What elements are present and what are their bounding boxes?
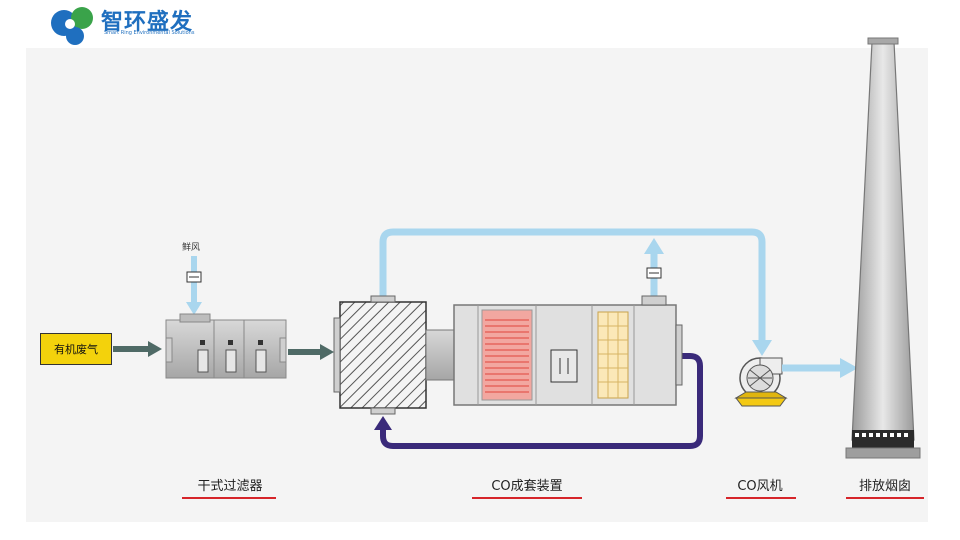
recirculation-flow-top — [379, 228, 766, 344]
stage-label-fan: CO风机 — [737, 479, 783, 494]
stage-underline-fan — [726, 497, 796, 499]
stage-underline-co-device — [472, 497, 582, 499]
fan-outlet-arrow — [840, 358, 858, 378]
brand-logo-icon — [51, 7, 93, 45]
vent-up-arrow — [644, 238, 664, 254]
input-flow-arrow — [148, 341, 162, 357]
return-up-arrow — [374, 416, 392, 430]
return-flow-bottom — [380, 353, 703, 449]
fan-inlet-arrow — [752, 340, 772, 356]
connector-duct — [425, 329, 455, 381]
co-fan-unit — [734, 357, 788, 407]
dry-filter-unit — [165, 313, 287, 379]
heat-exchanger — [333, 295, 427, 415]
stage-label-chimney: 排放烟囱 — [858, 479, 911, 494]
stage-label-filter: 干式过滤器 — [197, 479, 263, 494]
stage-underline-chimney — [846, 497, 924, 499]
input-waste-gas-box: 有机废气 — [40, 333, 112, 365]
fresh-air-label: 鲜风 — [182, 243, 201, 253]
stage-label-co-device: CO成套装置 — [491, 479, 563, 494]
brand-tagline: Smart Ring Environmental Solutions — [104, 30, 195, 36]
co-main-housing — [453, 295, 683, 406]
filter-outlet-arrow — [320, 344, 334, 360]
fresh-air-arrow — [186, 302, 202, 315]
stage-underline-filter — [182, 497, 276, 499]
discharge-chimney — [845, 37, 921, 459]
brand-name: 智环盛发 — [101, 10, 194, 35]
